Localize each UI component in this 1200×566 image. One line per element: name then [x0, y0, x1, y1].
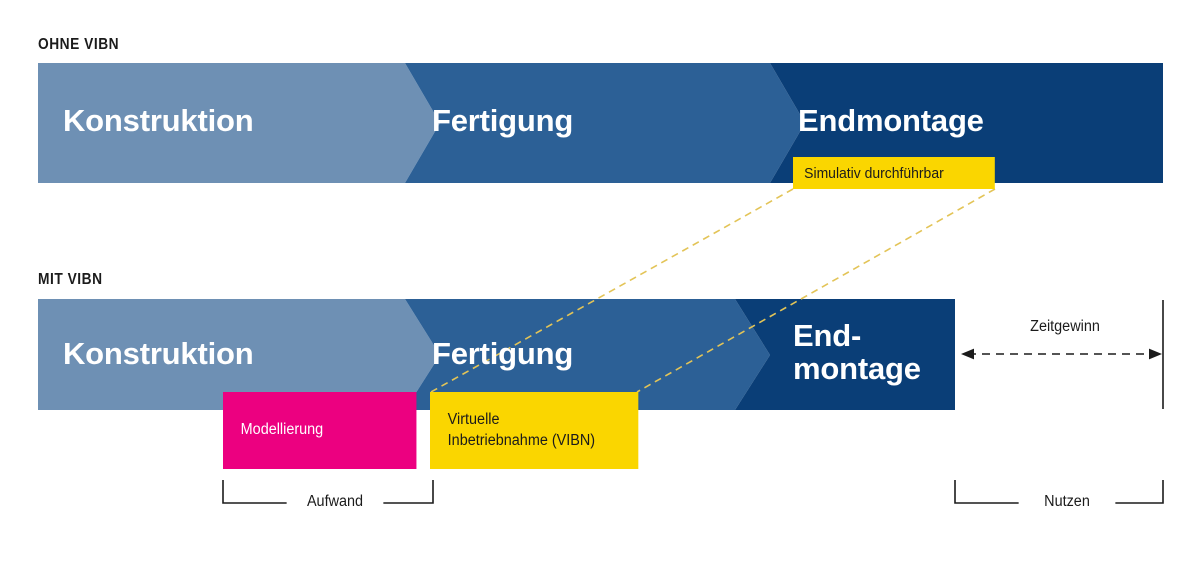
callout-simulativ-durchfuehrbar[interactable]: Simulativ durchführbar [793, 157, 995, 189]
chevron-ohne-fertigung [405, 63, 805, 183]
endmontage-line-1: End- [793, 318, 862, 353]
chevron-label-mit-fertigung: Fertigung [432, 336, 574, 371]
chevron-ohne-konstruktion [38, 63, 440, 183]
connector-line-right [636, 188, 996, 393]
annotation-aufwand: Aufwand [286, 493, 384, 511]
effort-block-vibn[interactable]: Virtuelle Inbetriebnahme (VIBN) [430, 392, 639, 469]
chevron-mit-endmontage [735, 299, 955, 410]
chevron-ohne-endmontage [770, 63, 1163, 183]
chevron-label-mit-konstruktion: Konstruktion [63, 336, 254, 371]
zeitgewinn-arrowhead-right [1149, 348, 1162, 360]
chevron-mit-konstruktion [38, 299, 440, 410]
connector-line-left [430, 188, 794, 393]
chevron-label-ohne-konstruktion: Konstruktion [63, 103, 254, 138]
annotation-nutzen: Nutzen [1018, 493, 1116, 511]
chevron-mit-fertigung [405, 299, 770, 410]
chevron-label-mit-endmontage: End- montage [793, 318, 921, 386]
chevron-label-ohne-fertigung: Fertigung [432, 103, 574, 138]
chevron-label-ohne-endmontage: Endmontage [798, 103, 984, 138]
annotation-zeitgewinn: Zeitgewinn [1030, 318, 1100, 335]
vibn-line-1: Virtuelle [447, 411, 500, 429]
section-title-ohne-vibn: OHNE VIBN [38, 36, 120, 53]
vibn-line-2: Inbetriebnahme (VIBN) [447, 431, 596, 449]
section-title-mit-vibn: MIT VIBN [38, 271, 103, 288]
effort-block-modellierung[interactable]: Modellierung [223, 392, 417, 469]
zeitgewinn-arrowhead-left [961, 348, 974, 360]
endmontage-line-2: montage [793, 350, 921, 386]
